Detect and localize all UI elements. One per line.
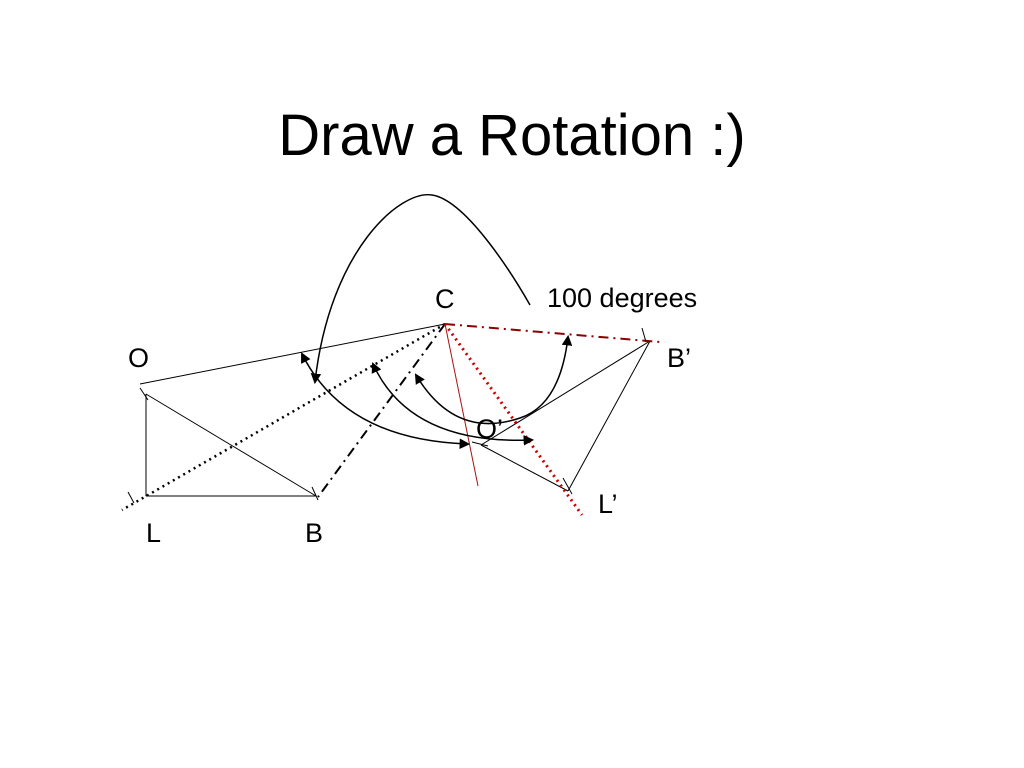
label-angle: 100 degrees xyxy=(547,283,697,313)
construction-line-c-o-prime xyxy=(444,323,479,487)
label-b-prime: B’ xyxy=(667,343,691,373)
tick-mark-l-prime xyxy=(562,477,573,495)
construction-line-c-l xyxy=(121,322,446,512)
label-o-prime: O’ xyxy=(476,414,503,444)
label-l: L xyxy=(146,518,161,548)
construction-line-c-o xyxy=(139,323,446,385)
tick-mark-b-prime xyxy=(641,327,647,343)
segment-ob xyxy=(145,393,317,497)
construction-line-c-b xyxy=(317,323,446,498)
rotation-arc-o xyxy=(301,352,471,449)
tick-mark-b xyxy=(311,486,319,501)
label-c: C xyxy=(435,284,455,314)
rotation-arc-angle xyxy=(414,334,573,425)
segment-l-prime-b-prime xyxy=(567,340,651,492)
slide-title: Draw a Rotation :) xyxy=(278,103,746,168)
label-o: O xyxy=(128,343,149,373)
label-l-prime: L’ xyxy=(598,489,618,519)
tick-mark-l xyxy=(127,491,135,504)
segment-o-prime-l-prime xyxy=(480,444,569,492)
construction-line-c-b-prime xyxy=(444,323,661,343)
label-b: B xyxy=(305,518,323,548)
tick-mark-o xyxy=(139,387,149,401)
rotation-direction-arc xyxy=(310,194,531,385)
rotation-arc-b xyxy=(371,362,535,446)
